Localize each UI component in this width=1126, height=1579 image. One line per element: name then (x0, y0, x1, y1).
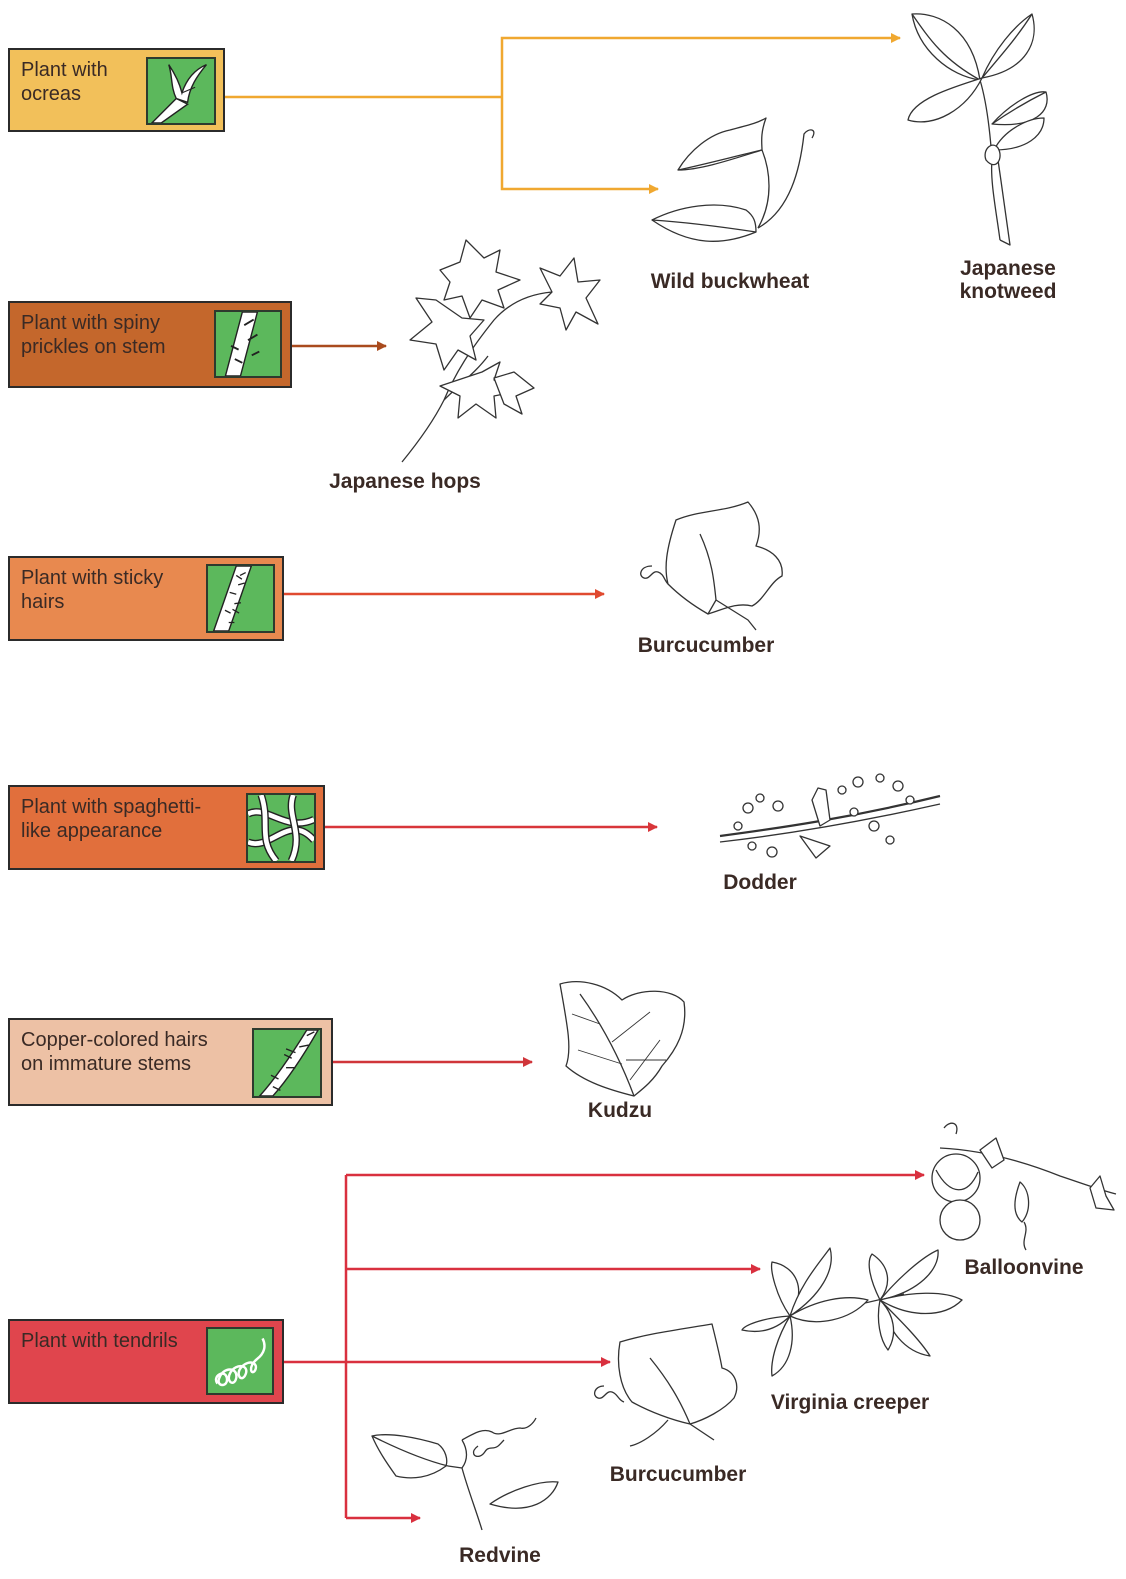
japanese-hops-drawing (402, 240, 600, 462)
label-redvine: Redvine (440, 1544, 560, 1567)
arrow-to-wild-buckwheat (502, 97, 658, 189)
label-balloonvine: Balloonvine (944, 1256, 1104, 1279)
dodder-drawing (720, 774, 940, 858)
balloonvine-drawing (932, 1123, 1116, 1250)
label-japanese-hops: Japanese hops (305, 470, 505, 493)
label-burcucumber-1: Burcucumber (616, 634, 796, 657)
label-burcucumber-2: Burcucumber (588, 1463, 768, 1486)
virginia-creeper-drawing (742, 1248, 962, 1376)
burcucumber-1-drawing (641, 502, 782, 630)
label-japanese-knotweed: Japanese knotweed (928, 257, 1088, 303)
label-dodder: Dodder (700, 871, 820, 894)
label-wild-buckwheat: Wild buckwheat (630, 270, 830, 293)
redvine-drawing (372, 1418, 558, 1530)
kudzu-drawing (560, 982, 685, 1096)
arrow-to-japanese-knotweed (502, 38, 900, 97)
wild-buckwheat-drawing (652, 118, 814, 241)
label-kudzu: Kudzu (570, 1099, 670, 1122)
label-virginia-creeper: Virginia creeper (750, 1391, 950, 1414)
burcucumber-2-drawing (595, 1324, 737, 1446)
japanese-knotweed-drawing (908, 14, 1047, 245)
